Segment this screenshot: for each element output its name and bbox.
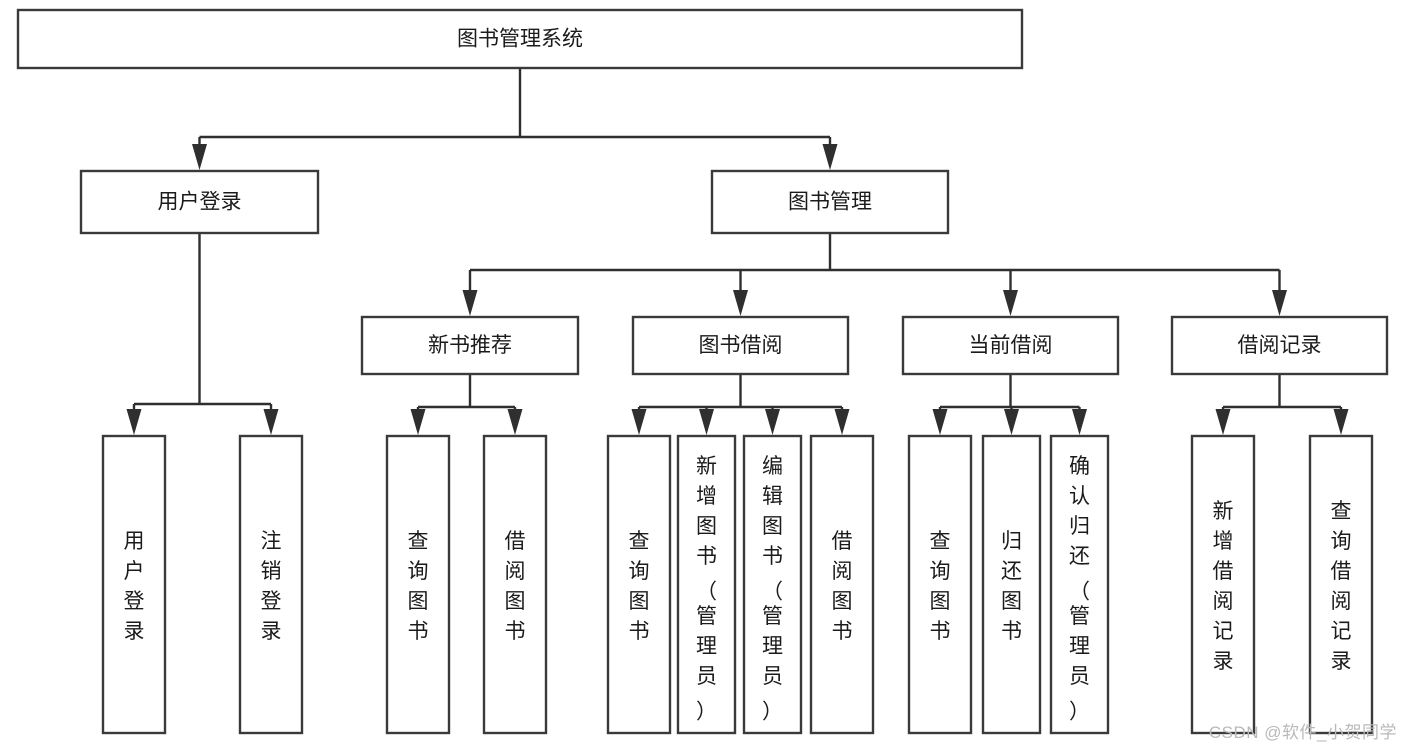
node-box-leaf-rec-query-record [1308,434,1374,735]
node-label-leaf-borrow-query-book: 查询图书查询图书 [629,530,650,643]
edge-arrowhead [765,409,780,435]
node-leaf-rec-query-book[interactable]: 查询图书查询图书 [385,434,451,735]
node-borrow-record[interactable]: 借阅记录 [1170,315,1389,376]
node-label-leaf-borrow-add-book: 新增图书（管理员）新增图书（管理员） [696,455,717,724]
node-box-leaf-borrow-query-book [606,434,672,735]
edge-arrowhead [1004,409,1019,435]
node-box-borrow-record [1170,315,1389,376]
node-new-book-rec[interactable]: 新书推荐 [360,315,580,376]
node-box-leaf-user-login [101,434,167,735]
node-leaf-user-logout[interactable]: 注销登录注销登录 [238,434,304,735]
node-label-leaf-borrow-edit-book: 编辑图书（管理员）编辑图书（管理员） [762,455,783,724]
node-label-borrow-record: 借阅记录 [1238,334,1322,357]
node-label-user-login: 用户登录 [158,191,242,214]
node-label-leaf-borrow-lend-book: 借阅图书借阅图书 [832,530,853,643]
node-box-leaf-borrow-edit-book [742,434,803,735]
node-leaf-borrow-query-book[interactable]: 查询图书查询图书 [606,434,672,735]
node-box-leaf-borrow-lend-book [809,434,875,735]
node-label-leaf-user-logout: 注销登录注销登录 [261,530,282,643]
edge-arrowhead [192,144,207,170]
node-label-root: 图书管理系统 [457,28,583,51]
edge-arrowhead [1003,290,1018,316]
node-user-login[interactable]: 用户登录 [79,169,320,235]
edge-arrowhead [410,409,426,435]
edge-arrowhead [1272,290,1287,316]
node-box-root [16,8,1024,70]
edge-arrowhead [126,409,142,435]
node-book-borrow[interactable]: 图书借阅 [631,315,850,376]
node-label-leaf-cur-confirm-return: 确认归还（管理员）确认归还（管理员） [1069,455,1090,724]
edge-arrowhead [699,409,714,435]
node-label-leaf-cur-query-book: 查询图书查询图书 [930,530,951,643]
edge-arrowhead [834,409,850,435]
node-leaf-cur-confirm-return[interactable]: 确认归还（管理员）确认归还（管理员） [1049,434,1110,735]
node-book-manage[interactable]: 图书管理 [710,169,950,235]
node-label-leaf-user-login: 用户登录用户登录 [124,530,145,643]
node-box-user-login [79,169,320,235]
edge-group-current-borrow [932,374,1087,435]
node-box-leaf-cur-confirm-return [1049,434,1110,735]
edge-group-user-login [126,233,279,435]
node-box-leaf-rec-query-book [385,434,451,735]
node-leaf-rec-borrow-book[interactable]: 借阅图书借阅图书 [482,434,548,735]
edge-group-new-book-rec [410,374,523,435]
node-box-leaf-cur-return-book [981,434,1042,735]
node-box-leaf-borrow-add-book [676,434,737,735]
edge-group-root [192,68,838,170]
node-leaf-borrow-add-book[interactable]: 新增图书（管理员）新增图书（管理员） [676,434,737,735]
node-leaf-borrow-edit-book[interactable]: 编辑图书（管理员）编辑图书（管理员） [742,434,803,735]
node-label-leaf-rec-add-record: 新增借阅记录新增借阅记录 [1213,500,1234,673]
edge-arrowhead [462,290,478,316]
edge-arrowhead [263,409,279,435]
node-leaf-user-login[interactable]: 用户登录用户登录 [101,434,167,735]
node-label-leaf-rec-query-record: 查询借阅记录查询借阅记录 [1331,500,1352,673]
node-leaf-rec-add-record[interactable]: 新增借阅记录新增借阅记录 [1190,434,1256,735]
node-current-borrow[interactable]: 当前借阅 [901,315,1120,376]
edge-arrowhead [1072,409,1087,435]
node-label-book-borrow: 图书借阅 [699,334,783,357]
node-label-new-book-rec: 新书推荐 [428,334,512,357]
node-label-leaf-rec-query-book: 查询图书查询图书 [408,530,429,643]
edge-group-book-manage [462,233,1287,316]
csdn-watermark: CSDN @软件_小贺同学 [1208,723,1397,742]
edge-arrowhead [507,409,523,435]
edge-group-book-borrow [631,374,850,435]
node-box-leaf-rec-add-record [1190,434,1256,735]
node-label-current-borrow: 当前借阅 [969,334,1053,357]
edge-group-borrow-record [1215,374,1349,435]
node-box-leaf-cur-query-book [907,434,973,735]
node-leaf-borrow-lend-book[interactable]: 借阅图书借阅图书 [809,434,875,735]
node-leaf-cur-query-book[interactable]: 查询图书查询图书 [907,434,973,735]
edges-layer [126,68,1349,435]
node-leaf-rec-query-record[interactable]: 查询借阅记录查询借阅记录 [1308,434,1374,735]
edge-arrowhead [1215,409,1231,435]
node-box-new-book-rec [360,315,580,376]
node-box-leaf-user-logout [238,434,304,735]
edge-arrowhead [631,409,647,435]
edge-arrowhead [1333,409,1349,435]
edge-arrowhead [733,290,748,316]
edge-arrowhead [932,409,948,435]
node-leaf-cur-return-book[interactable]: 归还图书归还图书 [981,434,1042,735]
node-label-book-manage: 图书管理 [788,191,872,214]
node-box-leaf-rec-borrow-book [482,434,548,735]
node-root[interactable]: 图书管理系统 [16,8,1024,70]
node-label-leaf-rec-borrow-book: 借阅图书借阅图书 [505,530,526,643]
node-box-book-manage [710,169,950,235]
node-box-current-borrow [901,315,1120,376]
node-label-leaf-cur-return-book: 归还图书归还图书 [1001,530,1022,643]
node-box-book-borrow [631,315,850,376]
edge-arrowhead [822,144,838,170]
